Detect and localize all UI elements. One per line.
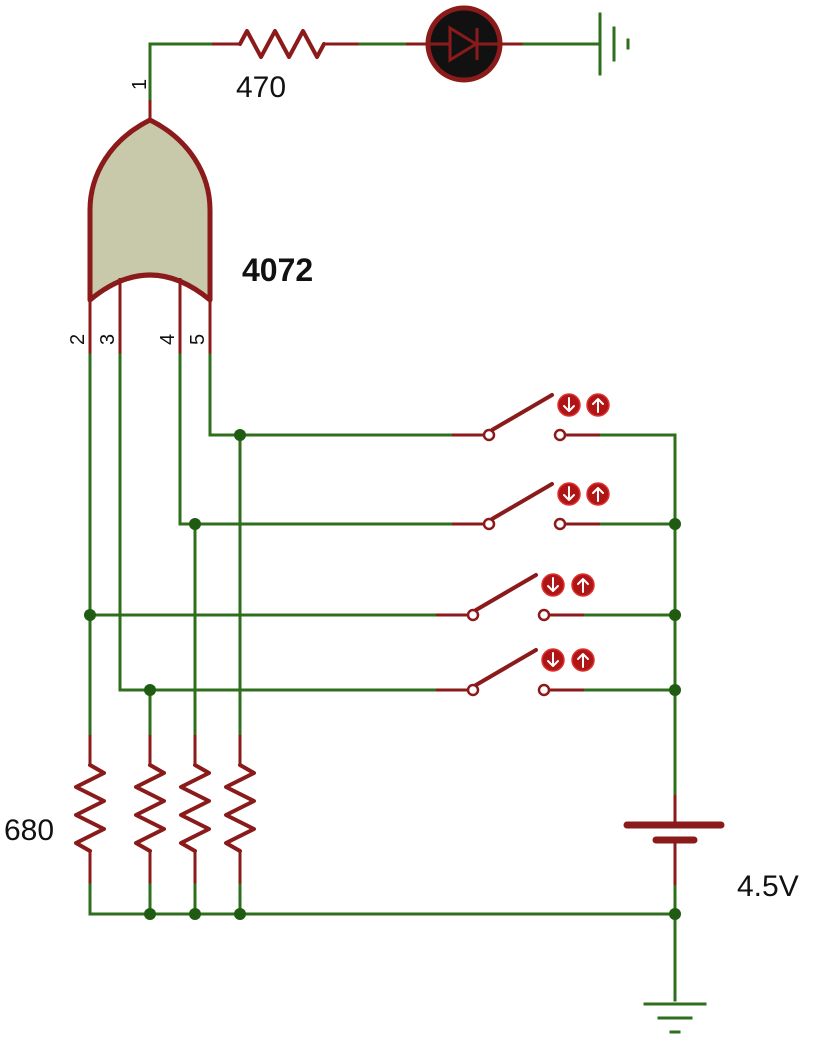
wire-pin5-switch1 — [208, 353, 454, 437]
pin-label-2: 2 — [67, 334, 89, 345]
junction-dot — [669, 684, 681, 696]
pin-label-4: 4 — [157, 334, 179, 345]
pulldown-resistor-4 — [224, 735, 256, 885]
pin-label-3: 3 — [97, 334, 119, 345]
resistor-470-label: 470 — [236, 71, 286, 104]
input-wiring — [88, 353, 454, 737]
wire-pin4-switch2 — [178, 353, 454, 526]
pin-label-5: 5 — [187, 334, 209, 345]
switch-2-up-button[interactable] — [586, 482, 610, 506]
junction-dot — [669, 609, 681, 621]
pulldown-resistor-3 — [179, 735, 211, 885]
resistor-470 — [238, 29, 326, 59]
wire-gate-output — [148, 42, 214, 102]
switch-3-up-button[interactable] — [571, 573, 595, 597]
junction-dot — [234, 908, 246, 920]
battery-label: 4.5V — [737, 870, 799, 903]
ground-symbol-top — [598, 12, 630, 76]
switch-3[interactable] — [436, 573, 595, 622]
bottom-bus — [88, 883, 677, 1002]
junctions — [84, 429, 681, 920]
led — [425, 5, 503, 83]
battery — [623, 795, 725, 885]
junction-dot — [144, 908, 156, 920]
junction-dot — [669, 908, 681, 920]
junction-dot — [189, 908, 201, 920]
switch-1-down-button[interactable] — [557, 393, 581, 417]
pin-label-1: 1 — [129, 79, 151, 90]
pulldown-resistor-2 — [134, 735, 166, 885]
ground-symbol-bottom — [643, 1002, 707, 1034]
resistor-680-label: 680 — [4, 814, 54, 847]
switch-2[interactable] — [452, 482, 610, 531]
junction-dot — [234, 429, 246, 441]
junction-dot — [144, 684, 156, 696]
switch-4[interactable] — [436, 648, 595, 697]
switch-2-down-button[interactable] — [557, 482, 581, 506]
switch-4-up-button[interactable] — [571, 648, 595, 672]
pulldown-resistor-1 — [74, 735, 106, 885]
switch-3-down-button[interactable] — [541, 573, 565, 597]
junction-dot — [669, 518, 681, 530]
junction-dot — [84, 609, 96, 621]
switch-1[interactable] — [452, 393, 610, 442]
output-branch — [148, 5, 630, 102]
junction-dot — [189, 518, 201, 530]
or-gate-4072 — [87, 100, 213, 355]
switch-1-up-button[interactable] — [586, 393, 610, 417]
switch-4-down-button[interactable] — [541, 648, 565, 672]
wire-pin3-switch4 — [118, 353, 438, 692]
gate-part-label: 4072 — [242, 252, 313, 288]
or-gate-body — [87, 117, 213, 303]
